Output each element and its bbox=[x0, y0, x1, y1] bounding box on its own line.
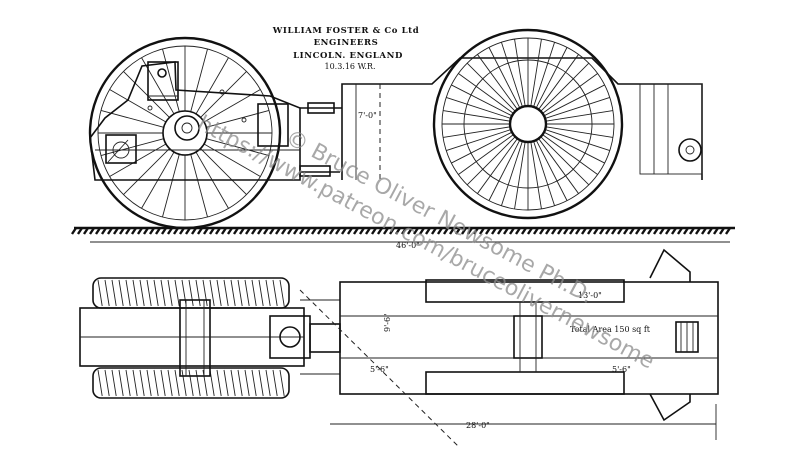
watermark-url: https://www.patreon.com/bruceolivernewso… bbox=[193, 111, 658, 374]
watermark: © Bruce Oliver Newsome Ph.D. https://www… bbox=[193, 111, 658, 374]
title-location: LINCOLN. ENGLAND bbox=[293, 51, 403, 61]
elev-length-dimension: 46'-0" bbox=[90, 241, 730, 250]
main-body bbox=[341, 57, 703, 180]
elev-height-label: 7'-0" bbox=[358, 111, 377, 120]
engine-housing bbox=[89, 61, 301, 181]
rear-tread-top bbox=[92, 277, 290, 309]
rear-axle bbox=[179, 299, 211, 377]
rear-tread-bottom bbox=[92, 367, 290, 399]
elev-length-label: 46'-0" bbox=[396, 241, 420, 250]
title-date: 10.3.16 W.R. bbox=[324, 62, 375, 71]
main-body-plan bbox=[339, 279, 719, 395]
plan-beam-label: 9'-6" bbox=[383, 313, 392, 332]
plan-area-label: Total Area 150 sq ft bbox=[570, 325, 651, 334]
plan-wheel-width-label: 13'-0" bbox=[578, 291, 602, 300]
title-engineers: ENGINEERS bbox=[314, 38, 379, 48]
side-elevation: 7'-0" 46'-0" bbox=[71, 28, 735, 250]
front-wheel-plan-bottom bbox=[425, 371, 625, 395]
coupling-shaft bbox=[299, 102, 342, 177]
construction-line bbox=[299, 289, 461, 449]
title-company: WILLIAM FOSTER & Co Ltd bbox=[272, 26, 420, 36]
plan-view: 13'-0" 9'-6" Total Area 150 sq ft 5'-6" … bbox=[79, 248, 719, 449]
front-wheel bbox=[432, 28, 624, 220]
front-nose-top bbox=[649, 248, 691, 282]
title-block: WILLIAM FOSTER & Co Ltd ENGINEERS LINCOL… bbox=[272, 26, 420, 71]
front-axle-hub bbox=[513, 315, 543, 359]
front-nose-bottom bbox=[649, 393, 691, 422]
elev-height-dimension: 7'-0" bbox=[355, 84, 377, 180]
coupling-plan bbox=[309, 323, 341, 353]
plan-left-offset-label: 5'-6" bbox=[370, 365, 389, 374]
plan-length-label: 28'-0" bbox=[466, 421, 490, 430]
plan-right-offset-label: 5'-6" bbox=[612, 365, 631, 374]
ground-line bbox=[71, 226, 735, 235]
front-wheel-plan-top bbox=[425, 279, 625, 303]
